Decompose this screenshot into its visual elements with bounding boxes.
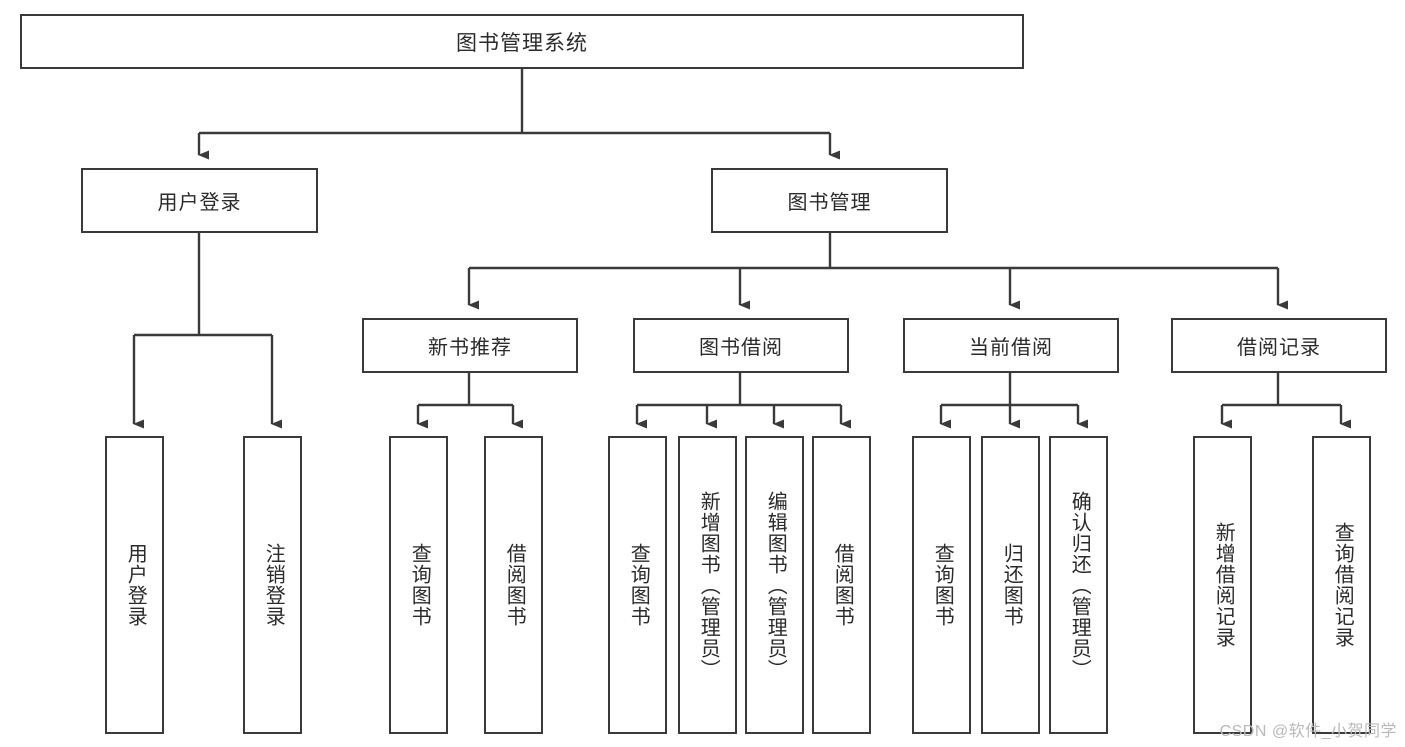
leaf-new-book-borrow-books[interactable]: 借阅图书 [484,436,543,734]
node-label: 注销登录 [262,543,285,627]
leaf-current-borrow-return-books[interactable]: 归还图书 [981,436,1040,734]
node-label: 当前借阅 [969,337,1053,359]
leaf-user-login-login[interactable]: 用户登录 [105,436,164,734]
watermark: CSDN @软件_小贺同学 [1219,723,1397,740]
leaf-borrow-record-add-record[interactable]: 新增借阅记录 [1193,436,1252,734]
node-label: 归还图书 [1000,543,1023,627]
node-label: 新增图书（管理员） [697,490,720,680]
node-new-book-recommendation[interactable]: 新书推荐 [362,318,578,373]
node-label: 图书借阅 [699,337,783,359]
leaf-borrow-record-query-record[interactable]: 查询借阅记录 [1312,436,1371,734]
node-label: 图书管理 [787,192,872,214]
leaf-user-login-logout[interactable]: 注销登录 [243,436,302,734]
leaf-book-borrow-query-books[interactable]: 查询图书 [608,436,667,734]
node-label: 借阅记录 [1237,337,1321,359]
node-label: 查询图书 [408,543,431,627]
node-label: 用户登录 [124,543,147,627]
node-book-borrowing[interactable]: 图书借阅 [633,318,849,373]
node-label: 新增借阅记录 [1212,522,1235,648]
node-label: 查询图书 [931,543,954,627]
leaf-current-borrow-confirm-return-admin[interactable]: 确认归还（管理员） [1049,436,1108,734]
leaf-book-borrow-edit-book-admin[interactable]: 编辑图书（管理员） [745,436,804,734]
node-root-book-management-system[interactable]: 图书管理系统 [20,14,1024,69]
node-label: 图书管理系统 [456,31,588,55]
node-label: 借阅图书 [831,543,854,627]
leaf-new-book-query-books[interactable]: 查询图书 [389,436,448,734]
node-label: 借阅图书 [503,543,526,627]
leaf-book-borrow-borrow-books[interactable]: 借阅图书 [812,436,871,734]
node-label: 新书推荐 [428,337,512,359]
node-current-borrowing[interactable]: 当前借阅 [903,318,1119,373]
leaf-book-borrow-add-book-admin[interactable]: 新增图书（管理员） [678,436,737,734]
node-label: 确认归还（管理员） [1068,490,1091,680]
node-book-management[interactable]: 图书管理 [711,168,948,233]
leaf-current-borrow-query-books[interactable]: 查询图书 [912,436,971,734]
node-label: 用户登录 [157,192,242,214]
node-borrow-records[interactable]: 借阅记录 [1171,318,1387,373]
node-user-login[interactable]: 用户登录 [81,168,318,233]
node-label: 查询图书 [627,543,650,627]
node-label: 查询借阅记录 [1331,522,1354,648]
node-label: 编辑图书（管理员） [764,490,787,680]
